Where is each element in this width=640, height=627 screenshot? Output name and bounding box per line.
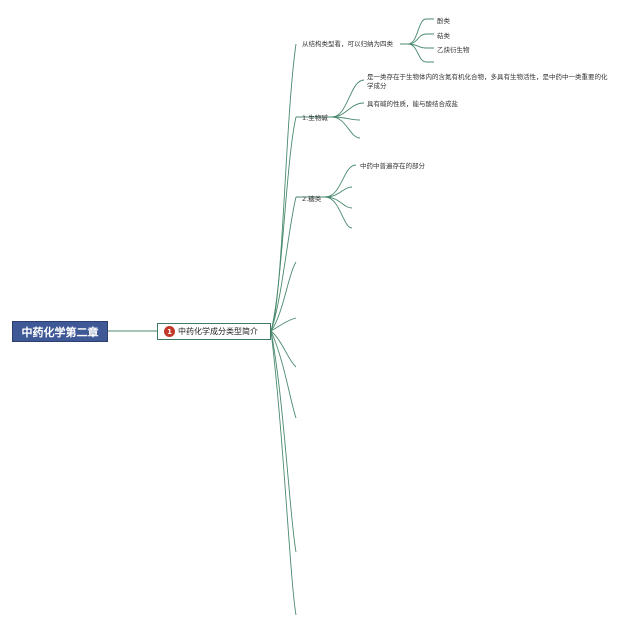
topic-sugar[interactable]: 2.糖类 [302,195,322,203]
root-topic-label: 中药化学第二章 [21,325,99,339]
connector-trunk-structure [270,43,297,332]
main-topic[interactable]: 1 中药化学成分类型简介 [157,323,271,340]
main-topic-label: 中药化学成分类型简介 [178,327,258,336]
connector-structure-terpene [407,33,434,45]
connector-trunk-empty-1 [270,261,297,332]
connector-trunk-empty-5 [270,330,297,553]
number-badge: 1 [164,326,175,337]
topic-alkaloid[interactable]: 1.生物碱 [302,114,328,122]
topic-acetylene[interactable]: 乙炔衍生物 [437,46,470,54]
connector-trunk-sugar [270,196,297,332]
connector-trunk-empty-4 [270,330,297,419]
connector-trunk-empty-6 [270,330,297,616]
topic-alkaloid-basic[interactable]: 具有碱的性质，能与酸结合成盐 [367,100,458,108]
connector-alkaloid-base [331,102,365,118]
connector-sugar-stub [324,186,353,198]
connector-alkaloid-stub2 [331,116,361,139]
connector-structure-stub [407,43,434,63]
connector-trunk-alkaloid [270,116,297,332]
topic-alkaloid-definition[interactable]: 是一类存在于生物体内的含氮有机化合物，多具有生物活性，是中药中一类重要的化学成分 [367,73,608,90]
topic-phenol[interactable]: 酚类 [437,17,450,25]
connector-sugar-stub3 [324,196,353,229]
connector-alkaloid-def [331,79,365,118]
connector-sugar-stub2 [324,196,353,209]
topic-sugar-common[interactable]: 中药中普遍存在的部分 [360,162,425,170]
connector-trunk-empty-3 [270,330,297,368]
connector-sugar-common [324,164,357,198]
topic-terpene[interactable]: 萜类 [437,32,450,40]
root-topic[interactable]: 中药化学第二章 [12,321,108,342]
topic-structure-types[interactable]: 从结构类型看，可以归纳为四类 [302,40,393,48]
connector-trunk-empty-2 [270,317,297,332]
